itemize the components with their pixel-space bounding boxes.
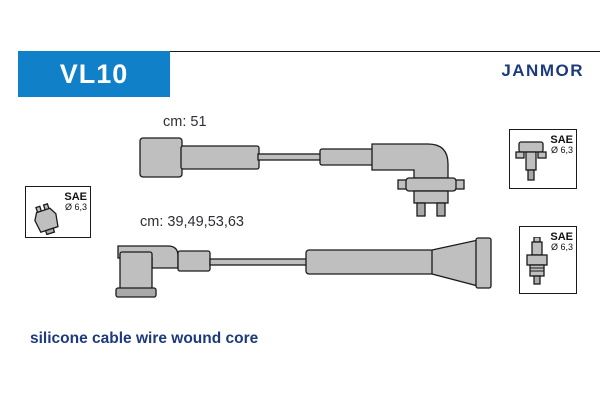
ignition-cable-top-drawing xyxy=(139,137,465,217)
cable1-length-label: cm: 51 xyxy=(163,114,207,130)
cable2-length-label: cm: 39,49,53,63 xyxy=(140,214,244,230)
sae-spec-box-bottom-right: SAE Ø 6,3 xyxy=(519,226,577,294)
material-note: silicone cable wire wound core xyxy=(30,330,259,347)
sae-spec-box-top-right: SAE Ø 6,3 xyxy=(509,129,577,189)
sae-spec-box-left: SAE Ø 6,3 xyxy=(25,186,91,238)
sae-spec-text: SAE Ø 6,3 xyxy=(550,134,573,156)
part-number: VL10 xyxy=(59,58,129,89)
spark-plug-icon xyxy=(526,237,548,285)
sae-size-label: Ø 6,3 xyxy=(550,242,573,253)
distributor-cap-terminal-icon xyxy=(34,203,59,235)
sae-standard-label: SAE xyxy=(550,134,573,146)
part-number-badge: VL10 xyxy=(18,51,170,97)
sae-size-label: Ø 6,3 xyxy=(550,145,573,156)
sae-standard-label: SAE xyxy=(64,191,87,203)
sae-spec-text: SAE Ø 6,3 xyxy=(550,231,573,253)
sae-spec-text: SAE Ø 6,3 xyxy=(64,191,87,213)
sae-size-label: Ø 6,3 xyxy=(64,202,87,213)
terminal-connector-icon xyxy=(515,141,547,181)
brand-logo: JANMOR xyxy=(501,61,584,80)
sae-standard-label: SAE xyxy=(550,231,573,243)
header-divider xyxy=(170,51,600,52)
ignition-cable-bottom-drawing xyxy=(115,237,492,298)
